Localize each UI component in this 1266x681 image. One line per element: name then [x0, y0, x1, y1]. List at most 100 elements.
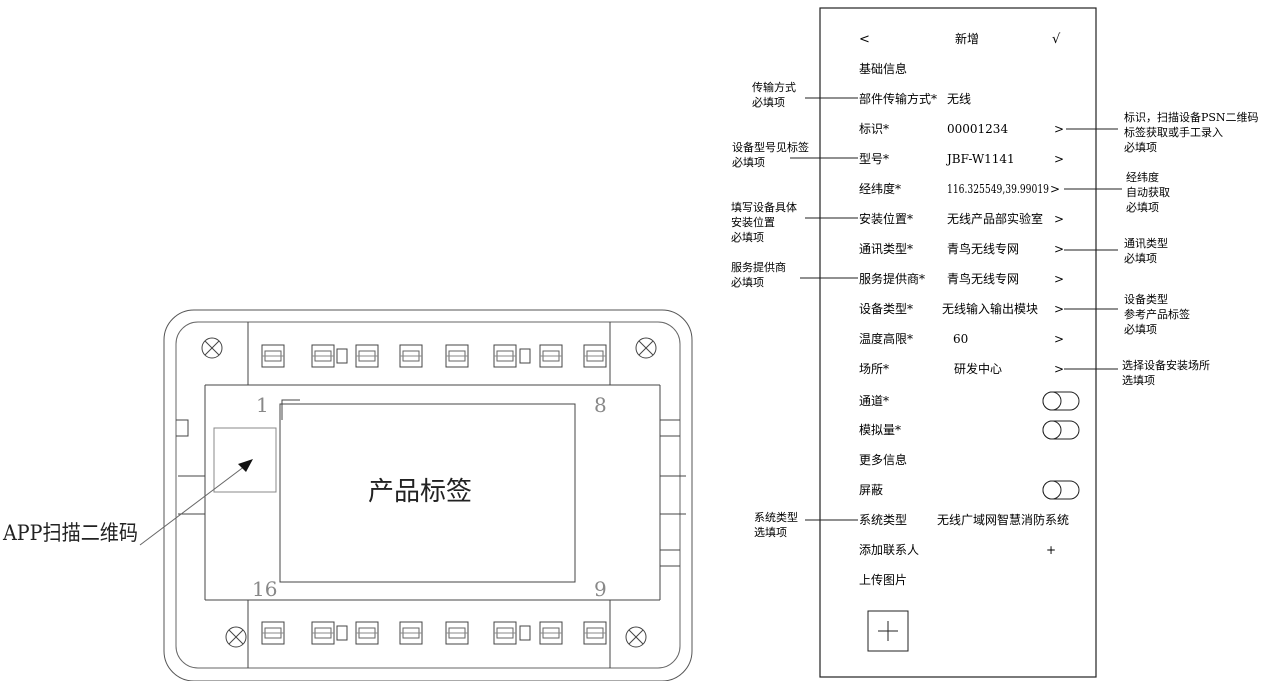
- form-row[interactable]: 温度高限* 60 >: [859, 331, 1064, 346]
- chevron-right-icon[interactable]: >: [1054, 122, 1064, 136]
- upload-label: 上传图片: [859, 572, 907, 587]
- terminal-block: [539, 621, 563, 645]
- scan-leader-line: [139, 465, 246, 546]
- field-value[interactable]: 青鸟无线专网: [947, 271, 1019, 286]
- field-value[interactable]: 青鸟无线专网: [947, 241, 1019, 256]
- field-label: 经纬度*: [859, 181, 901, 196]
- field-value[interactable]: 无线输入输出模块: [942, 301, 1038, 316]
- field-value[interactable]: 00001234: [947, 122, 1008, 136]
- chevron-right-icon[interactable]: >: [1054, 302, 1064, 316]
- field-label: 型号*: [859, 152, 889, 166]
- annotation-text: 通讯类型: [1124, 236, 1168, 250]
- terminal-block: [539, 344, 563, 368]
- annotation-text: 必填项: [1124, 140, 1157, 154]
- chevron-right-icon[interactable]: >: [1054, 242, 1064, 256]
- scan-qr-label: APP扫描二维码: [2, 521, 138, 545]
- field-value[interactable]: 无线产品部实验室: [947, 211, 1043, 226]
- add-contact-label: 添加联系人: [859, 543, 919, 557]
- shield-label: 屏蔽: [859, 483, 883, 497]
- annotation-text: 标识，扫描设备PSN二维码: [1124, 110, 1259, 124]
- chevron-right-icon[interactable]: >: [1054, 272, 1064, 286]
- annotation-text: 必填项: [732, 155, 765, 169]
- annotation-text: 填写设备具体: [731, 200, 797, 214]
- annotation-text: 选择设备安装场所: [1122, 358, 1210, 372]
- terminal-block: [493, 344, 517, 368]
- annotation-text: 服务提供商: [731, 260, 786, 274]
- terminal-block: [355, 621, 379, 645]
- annotation-text: 必填项: [731, 275, 764, 289]
- form-row[interactable]: 通讯类型* 青鸟无线专网 >: [859, 241, 1064, 256]
- form-row[interactable]: 标识*00001234>: [859, 122, 1064, 136]
- device-outer-frame: [163, 309, 693, 681]
- product-label-text: 产品标签: [368, 477, 472, 507]
- terminal-block: [445, 344, 469, 368]
- field-value[interactable]: JBF-W1141: [945, 152, 1015, 166]
- back-button[interactable]: <: [859, 32, 870, 47]
- system-type-value[interactable]: 无线广域网智慧消防系统: [937, 512, 1069, 527]
- terminal-block: [311, 344, 335, 368]
- annotation-text: 选填项: [754, 525, 787, 539]
- terminal-block: [261, 621, 285, 645]
- field-value[interactable]: 无线: [947, 92, 971, 106]
- chevron-right-icon[interactable]: >: [1054, 152, 1064, 166]
- annotation-text: 经纬度: [1126, 170, 1159, 184]
- form-row[interactable]: 型号* JBF-W1141 >: [859, 152, 1064, 166]
- field-value[interactable]: 116.325549,39.99019: [947, 182, 1049, 196]
- form-row[interactable]: 场所* 研发中心 >: [859, 361, 1064, 376]
- annotation-text: 设备型号见标签: [732, 140, 809, 154]
- form-row[interactable]: 设备类型* 无线输入输出模块 >: [859, 301, 1064, 316]
- annotation-text: 选填项: [1122, 373, 1155, 387]
- analog-toggle[interactable]: [1042, 420, 1080, 440]
- terminal-block: [399, 621, 423, 645]
- section-more-info: 更多信息: [859, 452, 907, 467]
- device-drawing: [139, 309, 693, 681]
- annotation-text: 传输方式: [752, 80, 796, 94]
- annotation-text: 必填项: [752, 95, 785, 109]
- chevron-right-icon[interactable]: >: [1054, 212, 1064, 226]
- terminal-1-label: 1: [256, 393, 269, 417]
- device-inner-frame: [175, 321, 681, 669]
- terminal-block: [399, 344, 423, 368]
- terminal-8-label: 8: [594, 393, 607, 417]
- field-label: 服务提供商*: [859, 271, 925, 286]
- annotation-text: 自动获取: [1126, 186, 1170, 199]
- screw-icon: [225, 626, 247, 648]
- channel-toggle[interactable]: [1042, 391, 1080, 411]
- page-title: 新增: [955, 31, 979, 46]
- chevron-right-icon[interactable]: >: [1054, 332, 1064, 346]
- annotation-text: 设备类型: [1124, 292, 1168, 306]
- confirm-button[interactable]: √: [1052, 32, 1061, 47]
- terminal-gap: [336, 625, 348, 641]
- screw-icon: [625, 626, 647, 648]
- scan-arrow-icon: [238, 459, 253, 472]
- annotation-text: 必填项: [1126, 200, 1159, 214]
- terminal-block: [493, 621, 517, 645]
- annotation-text: 必填项: [1124, 322, 1157, 336]
- terminal-block: [583, 344, 607, 368]
- annotation-text: 安装位置: [731, 215, 775, 229]
- qr-code-zone: [213, 427, 277, 493]
- product-label-area: [279, 403, 576, 583]
- field-label: 温度高限*: [859, 331, 913, 346]
- toggle-channel-label: 通道*: [859, 394, 889, 408]
- form-row[interactable]: 安装位置*无线产品部实验室>: [859, 211, 1064, 226]
- field-label: 通讯类型*: [859, 242, 913, 256]
- form-row[interactable]: 部件传输方式*无线: [859, 91, 971, 106]
- terminal-gap: [519, 348, 531, 364]
- chevron-right-icon[interactable]: >: [1054, 362, 1064, 376]
- screw-icon: [201, 337, 223, 359]
- chevron-right-icon[interactable]: >: [1050, 182, 1060, 196]
- upload-image-button[interactable]: [867, 610, 909, 652]
- field-label: 场所*: [859, 362, 889, 376]
- section-basic-info: 基础信息: [859, 61, 907, 76]
- field-value[interactable]: 60: [953, 332, 968, 346]
- form-row[interactable]: 服务提供商* 青鸟无线专网 >: [859, 271, 1064, 286]
- shield-toggle[interactable]: [1042, 480, 1080, 500]
- toggle-analog-label: 模拟量*: [859, 423, 901, 437]
- terminal-block: [445, 621, 469, 645]
- add-contact-button[interactable]: +: [1046, 543, 1056, 557]
- screw-icon: [635, 337, 657, 359]
- field-label: 设备类型*: [859, 302, 913, 316]
- form-row[interactable]: 经纬度* 116.325549,39.99019>: [859, 181, 1060, 196]
- field-value[interactable]: 研发中心: [954, 361, 1002, 376]
